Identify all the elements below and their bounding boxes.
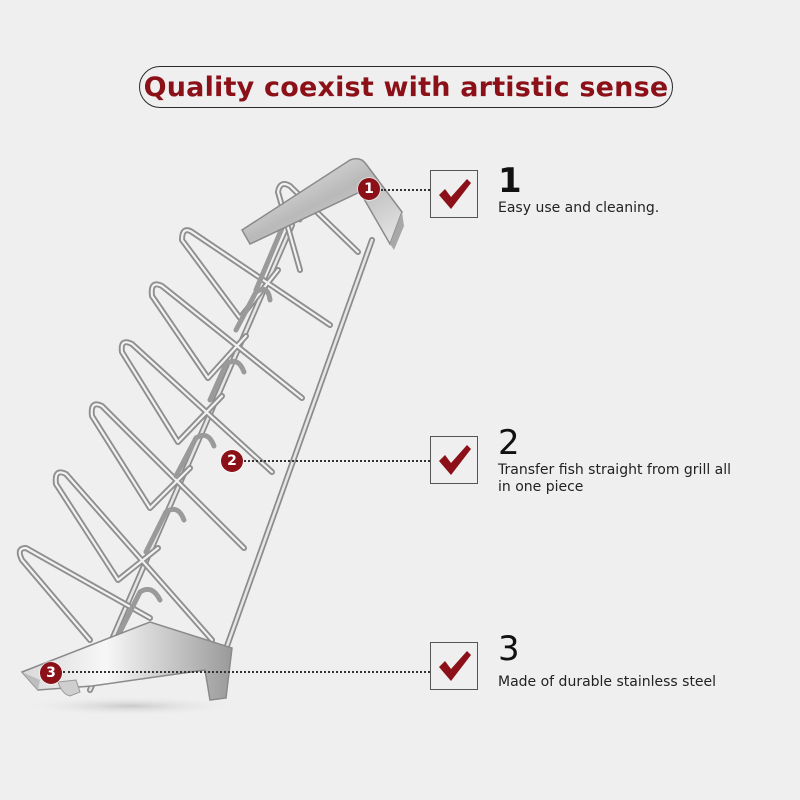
feature-number-3: 3 [498,629,520,669]
check-box-3 [430,642,478,690]
callout-marker-3: 3 [40,662,62,684]
feature-text-1: Easy use and cleaning. [498,200,660,216]
checkmark-icon [439,179,471,209]
check-box-1 [430,170,478,218]
callout-marker-label: 1 [364,181,374,197]
leader-line-3 [63,671,430,673]
feature-number-1: 1 [498,161,522,201]
feature-text-3: Made of durable stainless steel [498,674,717,690]
leader-line-1 [381,189,430,191]
feature-text-2: Transfer fish straight from grill all in… [498,462,732,495]
check-box-2 [430,436,478,484]
title-banner: Quality coexist with artistic sense [139,66,673,108]
callout-marker-label: 3 [46,665,56,681]
callout-marker-1: 1 [358,178,380,200]
checkmark-icon [439,445,471,475]
page-title: Quality coexist with artistic sense [143,71,669,103]
feature-number-2: 2 [498,423,520,463]
leader-line-2 [244,460,430,462]
checkmark-icon [439,651,471,681]
callout-marker-2: 2 [221,450,243,472]
callout-marker-label: 2 [227,453,237,469]
